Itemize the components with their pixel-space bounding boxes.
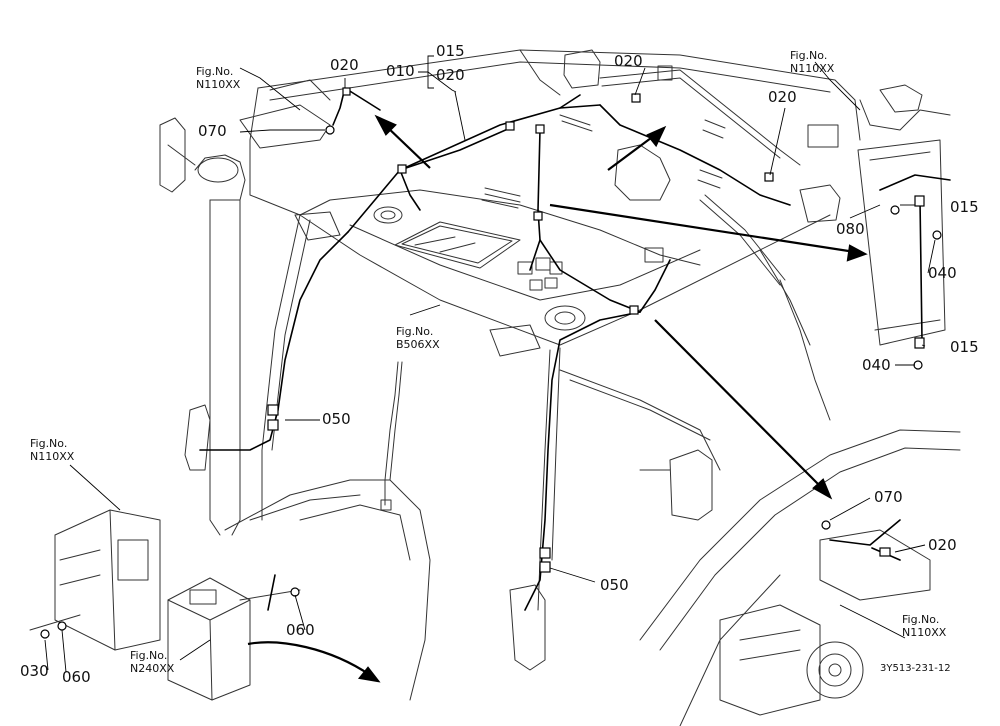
fig-ref-label: Fig.No. <box>130 649 168 662</box>
fig-ref-code: N110XX <box>902 625 947 639</box>
callout-015-right-2: 015 <box>950 338 979 356</box>
drawing-code: 3Y513-231-12 <box>880 663 951 674</box>
speakers <box>373 206 586 331</box>
callout-020-left: 020 <box>330 56 359 74</box>
callout-070-bottom-right: 070 <box>874 488 903 506</box>
fig-ref-code: N110XX <box>30 449 75 463</box>
direction-arrows <box>247 114 868 683</box>
callout-020-right: 020 <box>768 88 797 106</box>
fig-ref-left: Fig.No. N110XX <box>30 437 75 463</box>
fig-ref-code: N110XX <box>790 61 835 75</box>
fig-ref-code: B506XX <box>396 337 440 351</box>
fig-ref-label: Fig.No. <box>790 49 828 62</box>
callout-020-bottom-right: 020 <box>928 536 957 554</box>
callout-050-left: 050 <box>322 410 351 428</box>
fig-ref-label: Fig.No. <box>196 65 234 78</box>
left-top-plate <box>239 79 331 149</box>
fig-ref-code: N240XX <box>130 661 175 675</box>
right-top-bar <box>599 65 839 166</box>
wiring-harness <box>199 87 951 611</box>
mirrors <box>159 84 923 671</box>
callout-060-mid: 060 <box>286 621 315 639</box>
callout-030: 030 <box>20 662 49 680</box>
harness-connectors <box>267 87 925 573</box>
bolts <box>40 125 942 639</box>
fig-ref-bottom-right: Fig.No. N110XX <box>902 613 947 639</box>
callout-020-top: 020 <box>436 66 465 84</box>
rear-axle <box>719 604 864 716</box>
cab-pillars <box>261 214 831 611</box>
callout-010: 010 <box>386 62 415 80</box>
right-lower-plate <box>819 529 931 601</box>
center-bracket <box>167 577 251 701</box>
fig-ref-code: N110XX <box>196 77 241 91</box>
work-lights <box>294 49 841 357</box>
fig-ref-bottom: Fig.No. N240XX <box>130 649 175 675</box>
callout-070-left: 070 <box>198 122 227 140</box>
roof-hatch <box>394 221 521 269</box>
wiper <box>380 361 403 511</box>
leader-lines <box>44 55 936 673</box>
callout-015-top: 015 <box>436 42 465 60</box>
roof-vents <box>481 114 726 209</box>
callout-015-right-1: 015 <box>950 198 979 216</box>
fig-ref-label: Fig.No. <box>902 613 940 626</box>
callout-040-right-2: 040 <box>862 356 891 374</box>
fig-ref-top-left: Fig.No. N110XX <box>196 65 241 91</box>
callout-020-mid: 020 <box>614 52 643 70</box>
relay-block <box>517 247 664 291</box>
callout-050-bottom: 050 <box>600 576 629 594</box>
hood <box>224 479 431 701</box>
callout-040-right-1: 040 <box>928 264 957 282</box>
callout-080: 080 <box>836 220 865 238</box>
rear-fender <box>639 429 961 726</box>
exhaust-pipe <box>194 154 246 536</box>
callout-060-left: 060 <box>62 668 91 686</box>
fig-ref-top-right: Fig.No. N110XX <box>790 49 835 75</box>
right-detail-panel <box>857 99 951 346</box>
wiper-motor <box>614 144 786 286</box>
fig-ref-label: Fig.No. <box>396 325 434 338</box>
fig-ref-label: Fig.No. <box>30 437 68 450</box>
left-bracket <box>29 509 161 651</box>
fig-ref-center: Fig.No. B506XX <box>396 325 440 351</box>
